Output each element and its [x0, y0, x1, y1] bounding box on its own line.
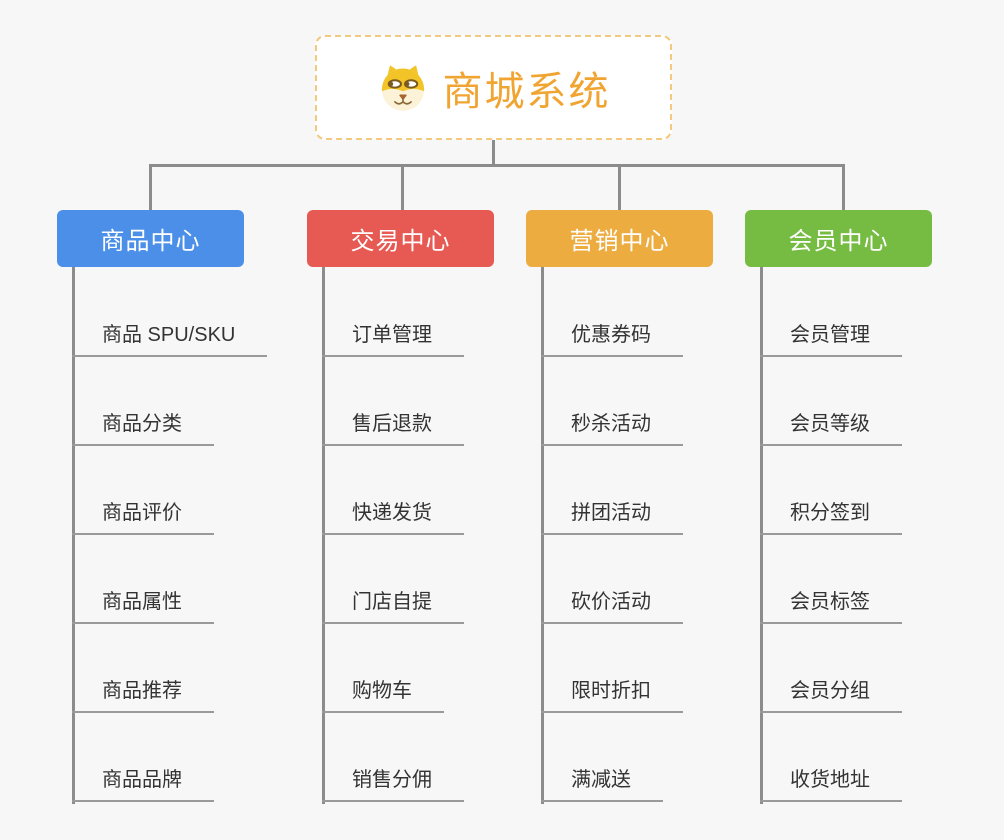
- branch-node-marketing-center[interactable]: 营销中心: [526, 210, 713, 267]
- root-topic[interactable]: 商城系统: [315, 35, 672, 140]
- leaf-node-shopping-cart[interactable]: 购物车: [322, 678, 444, 713]
- leaf-node-product-spu-sku[interactable]: 商品 SPU/SKU: [72, 322, 268, 357]
- leaf-node-product-review[interactable]: 商品评价: [72, 500, 214, 535]
- branch-node-product-center[interactable]: 商品中心: [57, 210, 244, 267]
- leaf-node-store-pickup[interactable]: 门店自提: [322, 589, 464, 624]
- leaf-node-product-recommend[interactable]: 商品推荐: [72, 678, 214, 713]
- leaf-node-order-management[interactable]: 订单管理: [322, 322, 464, 357]
- leaf-node-group-buy[interactable]: 拼团活动: [541, 500, 683, 535]
- connector-trunk-trade: [322, 267, 325, 804]
- leaf-node-member-management[interactable]: 会员管理: [760, 322, 902, 357]
- branch-node-member-center[interactable]: 会员中心: [745, 210, 932, 267]
- shiba-dog-icon: [377, 62, 429, 114]
- connector-root-stem: [492, 140, 495, 166]
- connector-drop-trade: [401, 164, 404, 211]
- leaf-node-product-attribute[interactable]: 商品属性: [72, 589, 214, 624]
- leaf-node-bargain-activity[interactable]: 砍价活动: [541, 589, 683, 624]
- leaf-node-aftersale-refund[interactable]: 售后退款: [322, 411, 464, 446]
- connector-trunk-marketing: [541, 267, 544, 804]
- leaf-node-express-delivery[interactable]: 快递发货: [322, 500, 464, 535]
- connector-horizontal-bar: [149, 164, 845, 167]
- branch-node-trade-center[interactable]: 交易中心: [307, 210, 494, 267]
- leaf-node-flash-sale[interactable]: 秒杀活动: [541, 411, 683, 446]
- connector-trunk-member: [760, 267, 763, 804]
- leaf-node-member-group[interactable]: 会员分组: [760, 678, 902, 713]
- root-title: 商城系统: [442, 69, 611, 114]
- connector-trunk-product: [72, 267, 75, 804]
- leaf-node-sales-commission[interactable]: 销售分佣: [322, 767, 464, 802]
- leaf-node-product-category[interactable]: 商品分类: [72, 411, 214, 446]
- connector-drop-member: [842, 164, 845, 211]
- connector-drop-product: [149, 164, 152, 211]
- leaf-node-shipping-address[interactable]: 收货地址: [760, 767, 902, 802]
- leaf-node-limited-time-discount[interactable]: 限时折扣: [541, 678, 683, 713]
- leaf-node-coupon-code[interactable]: 优惠券码: [541, 322, 683, 357]
- leaf-node-points-checkin[interactable]: 积分签到: [760, 500, 902, 535]
- leaf-node-member-tag[interactable]: 会员标签: [760, 589, 902, 624]
- leaf-node-member-level[interactable]: 会员等级: [760, 411, 902, 446]
- leaf-node-product-brand[interactable]: 商品品牌: [72, 767, 214, 802]
- connector-drop-marketing: [618, 164, 621, 211]
- leaf-node-full-reduction[interactable]: 满减送: [541, 767, 663, 802]
